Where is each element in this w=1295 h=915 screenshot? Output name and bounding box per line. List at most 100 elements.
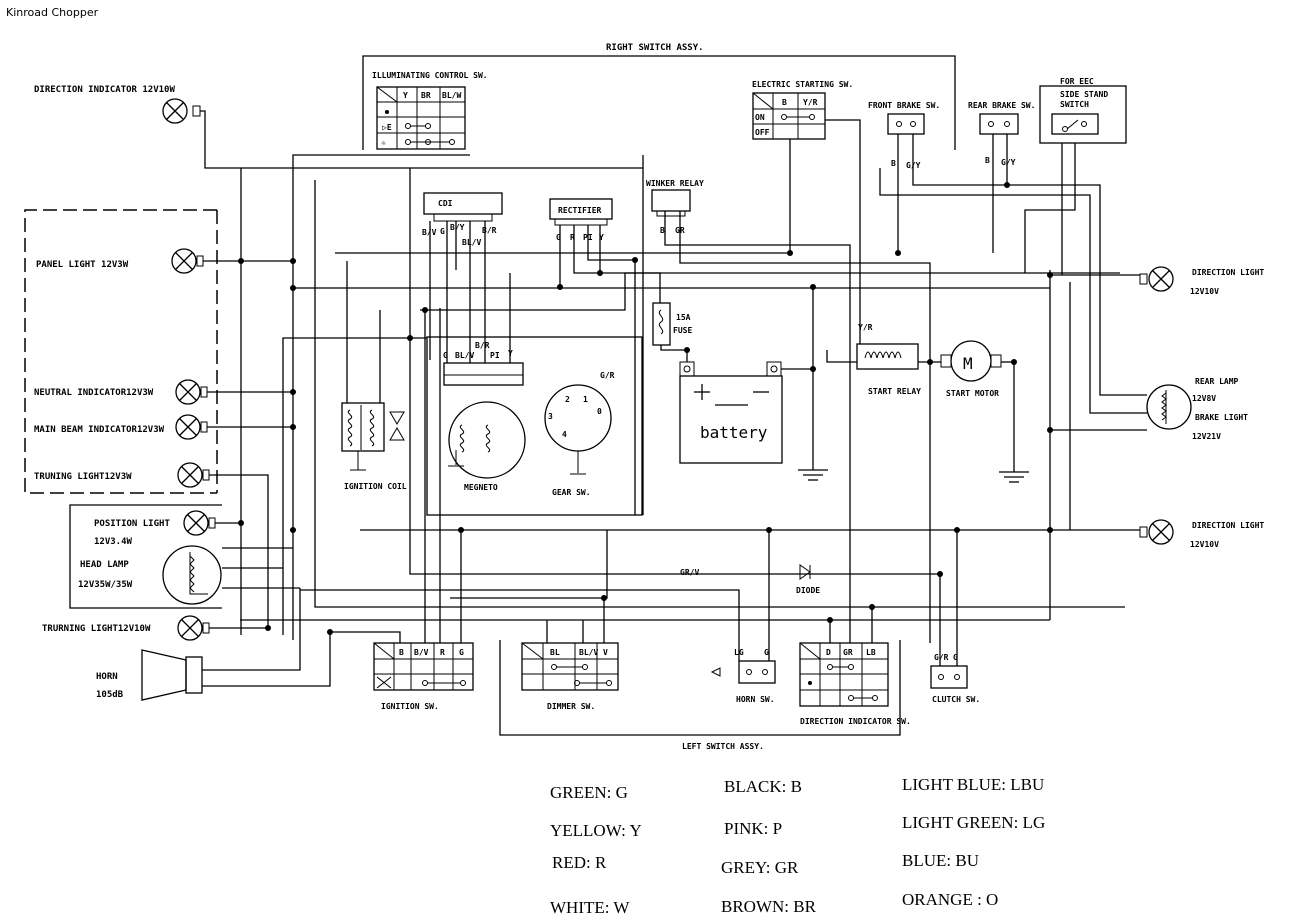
svg-text:B/R: B/R bbox=[475, 341, 490, 350]
rectifier-label: RECTIFIER bbox=[558, 206, 602, 215]
head-lamp-icon bbox=[162, 545, 222, 605]
start-motor-icon bbox=[940, 340, 1002, 382]
legend-item: LIGHT BLUE: LBU bbox=[902, 775, 1044, 794]
front-brake-label: FRONT BRAKE SW. bbox=[868, 101, 940, 110]
svg-text:GR: GR bbox=[843, 648, 853, 657]
ignition-coil-label: IGNITION COIL bbox=[344, 482, 407, 491]
svg-text:G: G bbox=[443, 351, 448, 360]
svg-text:Y: Y bbox=[403, 91, 408, 100]
gear-switch-icon bbox=[544, 384, 612, 475]
head-lamp-rating: 12V35W/35W bbox=[78, 580, 133, 590]
main-beam-indicator-lamp-icon bbox=[175, 414, 201, 440]
legend-item: PINK: P bbox=[724, 819, 782, 838]
magneto-icon bbox=[443, 362, 526, 479]
truning-light-lamp-icon bbox=[177, 462, 203, 488]
gear-sw-label: GEAR SW. bbox=[552, 488, 591, 497]
legend-item: LIGHT GREEN: LG bbox=[902, 813, 1045, 832]
direction-indicator-lamp-icon bbox=[162, 98, 188, 124]
svg-text:G/R: G/R bbox=[600, 371, 615, 380]
for-eec-label: FOR EEC bbox=[1060, 77, 1094, 86]
svg-text:LB: LB bbox=[866, 648, 876, 657]
svg-text:B/R: B/R bbox=[482, 226, 497, 235]
rear-brake-label: REAR BRAKE SW. bbox=[968, 101, 1035, 110]
trurning-light-lamp-icon bbox=[177, 615, 203, 641]
start-motor-symbol: M bbox=[963, 354, 973, 373]
svg-text:Y/R: Y/R bbox=[858, 323, 873, 332]
legend-item: BLUE: BU bbox=[902, 851, 979, 870]
illuminating-control-switch: ▷E ☼ bbox=[376, 86, 466, 150]
svg-text:BL: BL bbox=[550, 648, 560, 657]
ignition-coil-icon bbox=[341, 402, 405, 471]
direction-light-rear-icon bbox=[1148, 519, 1174, 545]
dimmer-sw-label: DIMMER SW. bbox=[547, 702, 595, 711]
headlamp-frame bbox=[69, 504, 222, 609]
position-light-rating: 12V3.4W bbox=[94, 537, 133, 547]
electric-starting-label: ELECTRIC STARTING SW. bbox=[752, 80, 853, 89]
rear-lamp-label: REAR LAMP bbox=[1195, 377, 1239, 386]
clutch-sw-label: CLUTCH SW. bbox=[932, 695, 980, 704]
fuse-rating: 15A bbox=[676, 313, 691, 322]
rear-brake-switch bbox=[979, 113, 1019, 135]
panel-light-lamp-icon bbox=[171, 248, 197, 274]
legend-item: GREY: GR bbox=[721, 858, 799, 877]
horn-switch bbox=[710, 660, 776, 684]
truning-light-indicator-label: TRUNING LIGHT12V3W bbox=[34, 472, 132, 482]
start-motor-label: START MOTOR bbox=[946, 389, 999, 398]
neutral-indicator-lamp-icon bbox=[175, 379, 201, 405]
legend-item: RED: R bbox=[552, 853, 607, 872]
svg-text:2: 2 bbox=[565, 395, 570, 404]
svg-text:BR: BR bbox=[421, 91, 431, 100]
side-stand-label: SIDE STAND bbox=[1060, 90, 1108, 99]
legend-item: BLACK: B bbox=[724, 777, 802, 796]
winker-relay-label: WINKER RELAY bbox=[646, 179, 704, 188]
svg-text:B/V: B/V bbox=[422, 228, 437, 237]
color-legend: GREEN: G YELLOW: Y RED: R WHITE: W BLACK… bbox=[550, 775, 1045, 915]
legend-item: GREEN: G bbox=[550, 783, 628, 802]
svg-text:BL/V: BL/V bbox=[455, 351, 474, 360]
left-switch-assy-label: LEFT SWITCH ASSY. bbox=[682, 742, 764, 751]
svg-text:B/Y: B/Y bbox=[450, 223, 465, 232]
head-lamp-label: HEAD LAMP bbox=[80, 560, 129, 570]
cdi-label: CDI bbox=[438, 199, 453, 208]
svg-text:B: B bbox=[891, 159, 896, 168]
svg-text:B: B bbox=[782, 98, 787, 107]
svg-text:D: D bbox=[826, 648, 831, 657]
brake-light-label: BRAKE LIGHT bbox=[1195, 413, 1248, 422]
start-relay-label: START RELAY bbox=[868, 387, 921, 396]
svg-text:G/Y: G/Y bbox=[1001, 158, 1016, 167]
svg-text:G/R: G/R bbox=[934, 653, 949, 662]
right-switch-assy-label: RIGHT SWITCH ASSY. bbox=[606, 43, 704, 53]
diagram-title: Kinroad Chopper bbox=[6, 6, 99, 19]
main-beam-indicator-label: MAIN BEAM INDICATOR12V3W bbox=[34, 425, 165, 435]
ignition-switch bbox=[373, 642, 474, 691]
side-stand-switch-label: SWITCH bbox=[1060, 100, 1089, 109]
svg-text:☼: ☼ bbox=[381, 139, 386, 148]
side-stand-switch bbox=[1039, 85, 1127, 144]
horn-sw-label: HORN SW. bbox=[736, 695, 775, 704]
svg-text:BL/W: BL/W bbox=[442, 91, 461, 100]
svg-text:G: G bbox=[556, 233, 561, 242]
svg-text:G: G bbox=[764, 648, 769, 657]
left-switch-assy-frame bbox=[499, 640, 901, 736]
svg-text:1: 1 bbox=[583, 395, 588, 404]
svg-text:GR/V: GR/V bbox=[680, 568, 699, 577]
panel-light-label: PANEL LIGHT 12V3W bbox=[36, 260, 129, 270]
legend-item: WHITE: W bbox=[550, 898, 630, 915]
right-switch-assy-frame bbox=[362, 55, 956, 150]
ignition-sw-label: IGNITION SW. bbox=[381, 702, 439, 711]
ground-motor-icon bbox=[999, 362, 1029, 483]
horn-label: HORN bbox=[96, 672, 118, 682]
brake-light-rating: 12V21V bbox=[1192, 432, 1221, 441]
svg-text:OFF: OFF bbox=[755, 128, 770, 137]
clutch-switch bbox=[930, 665, 968, 689]
rear-lamp-rating: 12V8V bbox=[1192, 394, 1216, 403]
direction-indicator-switch bbox=[799, 642, 889, 707]
dimmer-switch bbox=[521, 642, 619, 691]
diode-icon bbox=[799, 564, 811, 580]
svg-text:BL/V: BL/V bbox=[579, 648, 598, 657]
rear-lamp-icon bbox=[1146, 384, 1192, 430]
diode-label: DIODE bbox=[796, 586, 820, 595]
direction-light-rear-rating: 12V10V bbox=[1190, 540, 1219, 549]
svg-text:B: B bbox=[399, 648, 404, 657]
svg-text:R: R bbox=[570, 233, 575, 242]
